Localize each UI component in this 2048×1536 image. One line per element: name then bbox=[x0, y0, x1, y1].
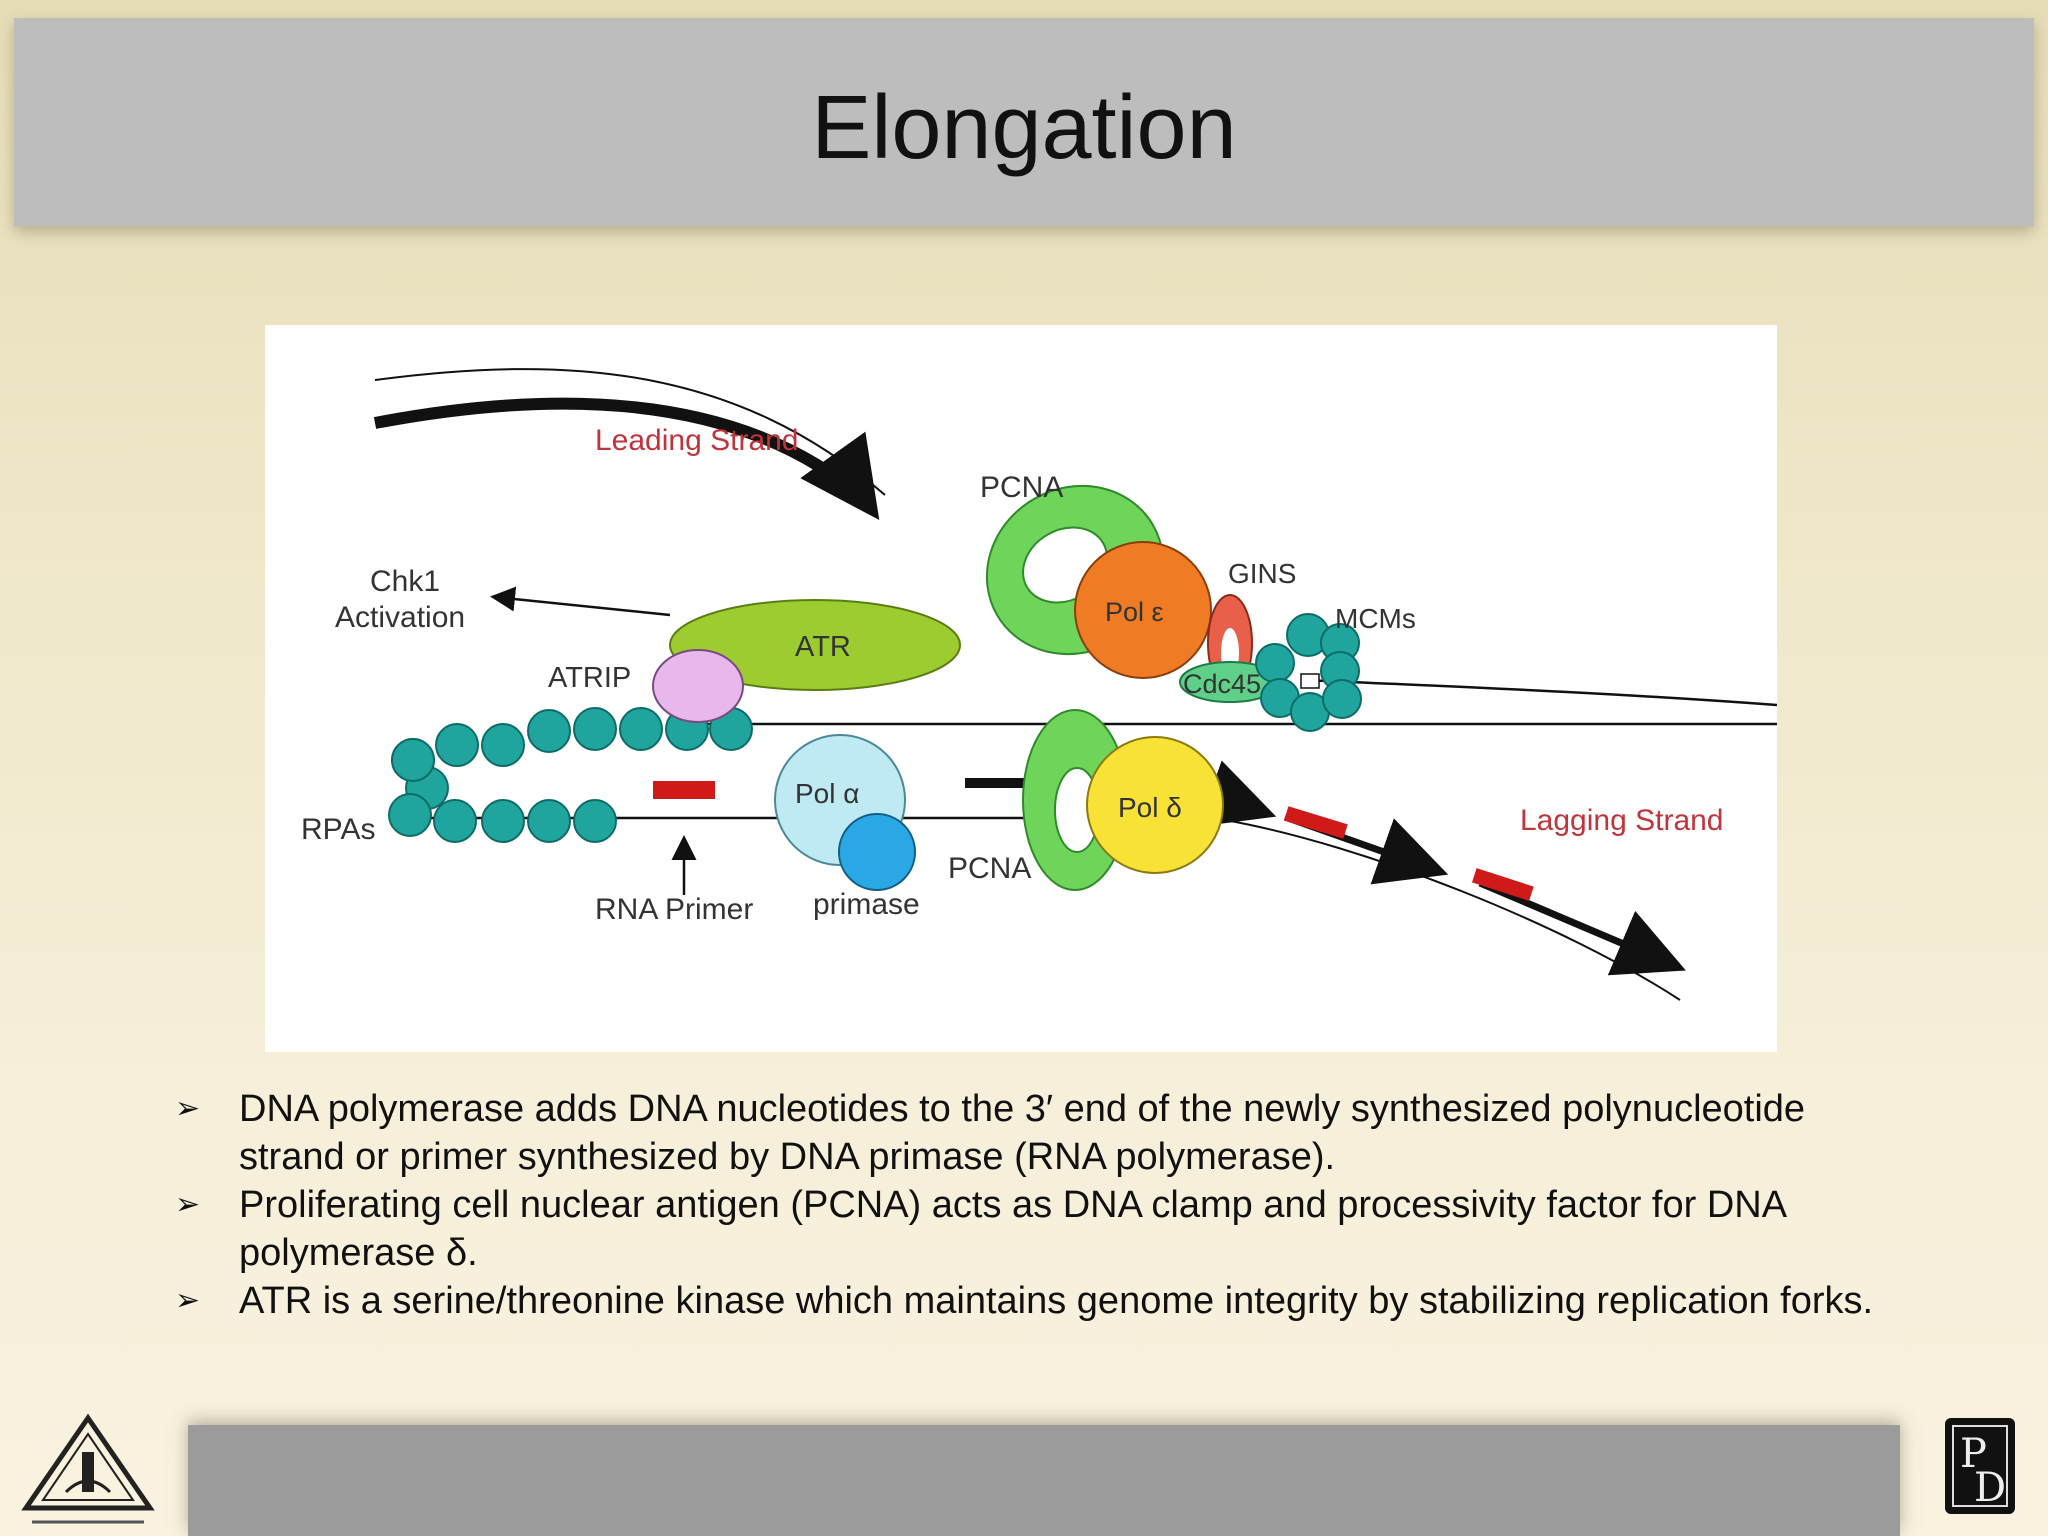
bullet-item: ➢ DNA polymerase adds DNA nucleotides to… bbox=[175, 1085, 1895, 1181]
bullet-arrow-icon: ➢ bbox=[175, 1187, 201, 1222]
chk1-label: Chk1 bbox=[370, 565, 440, 598]
rna-primer-label: RNA Primer bbox=[595, 893, 753, 926]
rna-primer-block bbox=[653, 781, 715, 799]
mcm-channel bbox=[1300, 673, 1320, 689]
primase-label: primase bbox=[813, 888, 920, 921]
rpa-bead bbox=[481, 799, 525, 843]
lagging-primer-1 bbox=[1284, 806, 1348, 839]
institution-logo bbox=[21, 1413, 155, 1524]
bullet-text: Proliferating cell nuclear antigen (PCNA… bbox=[239, 1184, 1785, 1274]
atrip-label: ATRIP bbox=[548, 662, 631, 694]
mcm-complex bbox=[1255, 613, 1362, 732]
leading-strand-arrow bbox=[800, 431, 880, 521]
bullet-item: ➢ Proliferating cell nuclear antigen (PC… bbox=[175, 1181, 1895, 1277]
bullet-item: ➢ ATR is a serine/threonine kinase which… bbox=[175, 1277, 1895, 1325]
pol-alpha-label: Pol α bbox=[795, 778, 859, 809]
primase-protein bbox=[838, 813, 916, 891]
rpa-bead bbox=[527, 709, 571, 753]
pd-logo-letter-d: D bbox=[1974, 1465, 2006, 1511]
page-title: Elongation bbox=[811, 78, 1237, 178]
atr-label: ATR bbox=[795, 631, 851, 663]
chk1-activation-label: Activation bbox=[335, 601, 465, 634]
dna-replication-diagram: Leading Strand Lagging Strand PCNA PCNA … bbox=[265, 325, 1777, 1052]
pcna-bottom-label: PCNA bbox=[948, 852, 1031, 885]
lagging-strand-label: Lagging Strand bbox=[1520, 804, 1724, 837]
bullet-list: ➢ DNA polymerase adds DNA nucleotides to… bbox=[175, 1085, 1895, 1325]
rpa-bead bbox=[391, 738, 435, 782]
leading-strand-label: Leading Strand bbox=[595, 424, 799, 457]
upper-template-right bbox=[1304, 678, 1777, 707]
rpa-bead bbox=[573, 799, 617, 843]
lagging-primer-2 bbox=[1471, 868, 1534, 901]
pd-logo-letter-p: P bbox=[1960, 1431, 1987, 1477]
bullet-arrow-icon: ➢ bbox=[175, 1283, 201, 1318]
title-bar: Elongation bbox=[14, 18, 2034, 226]
gins-label: GINS bbox=[1228, 558, 1296, 589]
rpa-chain bbox=[388, 707, 753, 843]
rpa-bead bbox=[619, 707, 663, 751]
rpa-bead bbox=[435, 723, 479, 767]
lagging-strand-template bbox=[1224, 819, 1681, 1001]
pol-delta-label: Pol δ bbox=[1118, 792, 1182, 823]
bullet-text: ATR is a serine/threonine kinase which m… bbox=[239, 1280, 1874, 1322]
footer-bar bbox=[188, 1425, 1900, 1536]
pol-delta-protein bbox=[1086, 736, 1224, 874]
cdc45-label: Cdc45 bbox=[1183, 669, 1261, 699]
chk1-arrow bbox=[490, 586, 671, 617]
diagram-svg: Leading Strand Lagging Strand PCNA PCNA … bbox=[301, 368, 1777, 1001]
rpa-bead bbox=[388, 793, 432, 837]
lagging-arrow-3 bbox=[1478, 879, 1686, 976]
mcms-label: MCMs bbox=[1335, 603, 1416, 634]
mcm-bead bbox=[1322, 679, 1362, 719]
bullet-text: DNA polymerase adds DNA nucleotides to t… bbox=[239, 1088, 1806, 1178]
rpas-label: RPAs bbox=[301, 813, 375, 846]
rpa-bead bbox=[433, 799, 477, 843]
atr-protein bbox=[669, 599, 961, 691]
pd-logo: P D bbox=[1945, 1418, 2015, 1514]
bullet-arrow-icon: ➢ bbox=[175, 1091, 201, 1126]
rpa-bead bbox=[573, 707, 617, 751]
lagging-arrow-1 bbox=[1198, 760, 1277, 827]
atrip-protein bbox=[652, 649, 744, 723]
pol-epsilon-protein bbox=[1074, 541, 1212, 679]
rpa-bead bbox=[527, 799, 571, 843]
pol-epsilon-label: Pol ε bbox=[1105, 597, 1164, 627]
mcm-bead bbox=[1255, 643, 1295, 683]
pcna-top-label: PCNA bbox=[980, 471, 1063, 504]
rpa-bead bbox=[481, 723, 525, 767]
